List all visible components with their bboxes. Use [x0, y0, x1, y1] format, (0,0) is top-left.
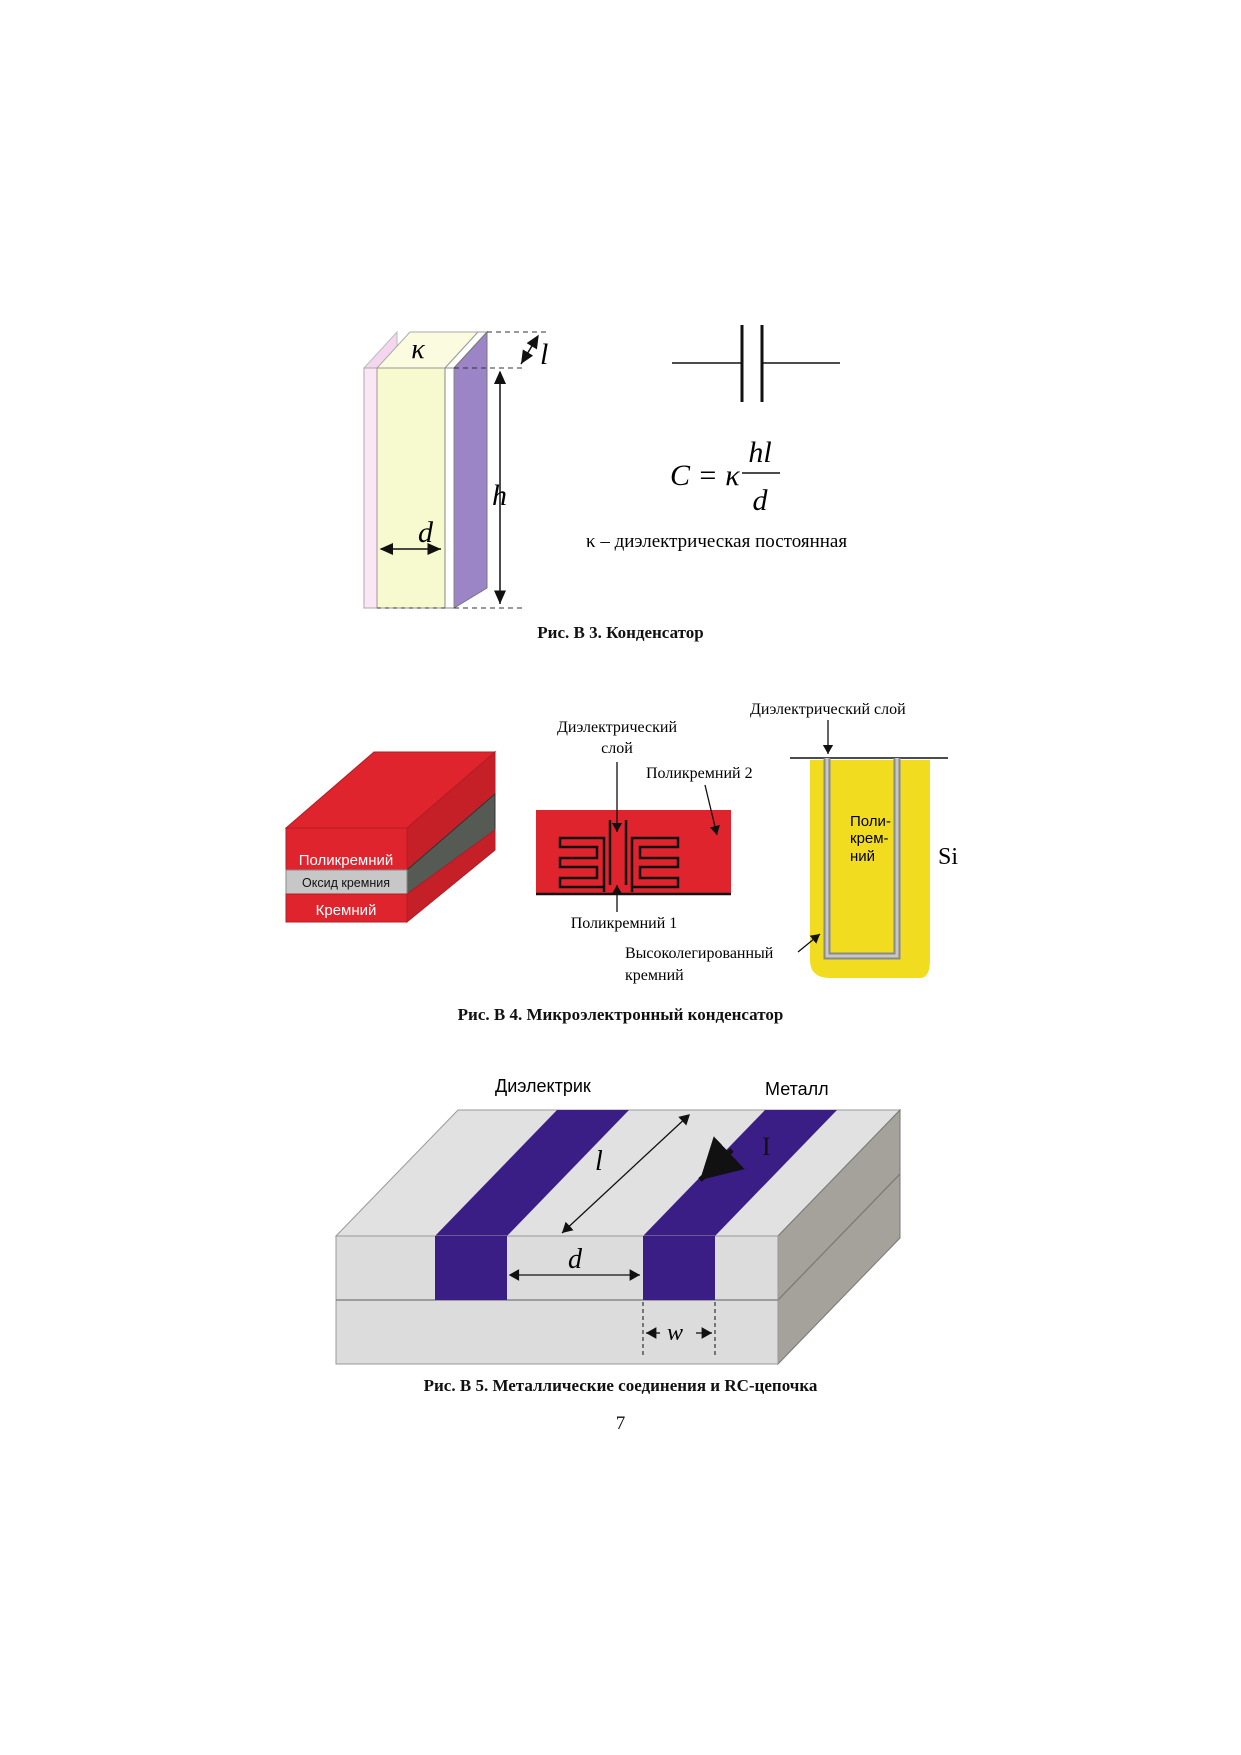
- capacitor-diagram: κ l h d C = κ hl d κ – диэлектрическая п…: [363, 325, 847, 609]
- trench-capacitor: Поли- крем- ний Si Диэлектрический слой …: [625, 701, 958, 984]
- comb-dielectric-label-line2: слой: [601, 740, 633, 757]
- formula-numerator: hl: [748, 436, 771, 469]
- interconnect-diagram: Диэлектрик Металл l I d w: [334, 1076, 902, 1366]
- dielectric-label: Диэлектрик: [495, 1076, 591, 1096]
- plate-front-right: [444, 367, 455, 609]
- formula-lhs: C = κ: [670, 459, 740, 492]
- kappa-label: κ: [411, 334, 425, 365]
- comb-poly2-label: Поликремний 2: [646, 765, 753, 782]
- formula-note: κ – диэлектрическая постоянная: [586, 531, 847, 552]
- trench-poly-label-line1: Поли-: [850, 813, 891, 830]
- doped-silicon-label-line2: кремний: [625, 967, 684, 984]
- dielectric-block: [376, 367, 446, 609]
- comb-poly1-label: Поликремний 1: [571, 915, 678, 932]
- trench-poly-label-line3: ний: [850, 848, 875, 865]
- length-label: l: [595, 1146, 603, 1177]
- plate-front-left: [363, 367, 378, 609]
- formula-denominator: d: [753, 484, 769, 517]
- metal-plate: [453, 330, 488, 609]
- figure-3-caption: Рис. В 3. Конденсатор: [537, 623, 704, 642]
- micro-capacitor-diagram: Поликремний Оксид кремния Кремний Диэлек…: [284, 701, 958, 984]
- silicon-label: Si: [938, 844, 958, 870]
- capacitor-symbol-icon: [672, 325, 840, 402]
- doped-silicon-label-line1: Высоколегированный: [625, 945, 774, 962]
- figure-5-caption: Рис. В 5. Металлические соединения и RC-…: [423, 1376, 818, 1395]
- trench-poly-label-line2: крем-: [850, 830, 889, 847]
- stack-middle-label: Оксид кремния: [302, 876, 390, 890]
- metal-label: Металл: [765, 1079, 829, 1099]
- figure-4-caption: Рис. В 4. Микроэлектронный конденсатор: [457, 1005, 784, 1024]
- length-label: l: [540, 338, 548, 371]
- trench-dielectric-layer-label: Диэлектрический слой: [750, 701, 906, 718]
- layer-stack: Поликремний Оксид кремния Кремний: [284, 750, 497, 924]
- stack-bottom-label: Кремний: [316, 902, 377, 919]
- current-label: I: [762, 1132, 771, 1161]
- distance-label: d: [418, 516, 434, 549]
- figure-micro-capacitor: Поликремний Оксид кремния Кремний Диэлек…: [280, 690, 960, 995]
- figure-capacitor: κ l h d C = κ hl d κ – диэлектрическая п…: [340, 320, 900, 620]
- figure-metal-interconnect: Диэлектрик Металл l I d w: [330, 1070, 910, 1380]
- height-label: h: [492, 479, 507, 512]
- comb-capacitor: Диэлектрический слой Поликремний 2 Полик…: [536, 719, 753, 932]
- width-label: w: [667, 1320, 683, 1346]
- distance-label: d: [568, 1244, 583, 1275]
- page-number: 7: [615, 1413, 626, 1434]
- comb-dielectric-label-line1: Диэлектрический: [557, 719, 677, 736]
- stack-top-label: Поликремний: [299, 852, 394, 869]
